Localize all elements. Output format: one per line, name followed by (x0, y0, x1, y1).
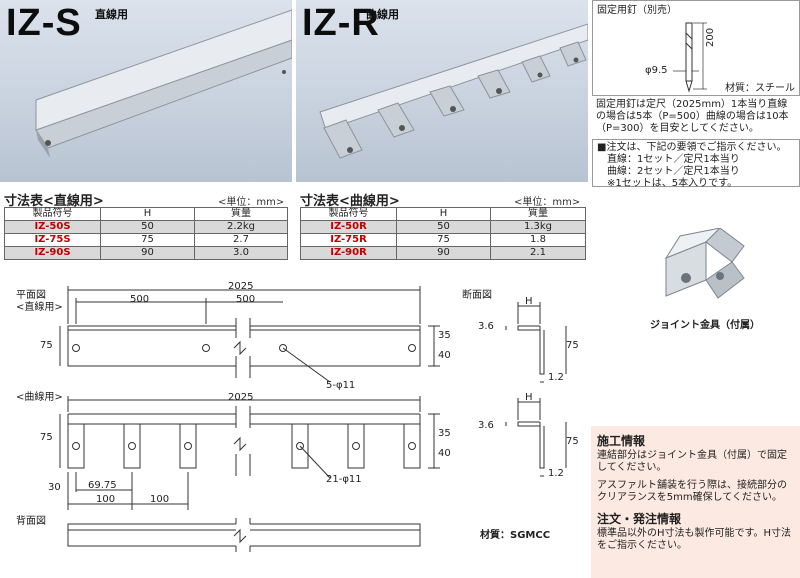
pin-box: 固定用釘（別売） 200 φ9.5 材質：スチール (592, 0, 800, 96)
dim-40-s: 40 (438, 350, 451, 361)
product-subtitle-r: 曲線用 (366, 8, 399, 21)
dim-75-r: 75 (40, 432, 53, 443)
th-h: H (100, 207, 195, 221)
sec-h-1: H (525, 296, 533, 307)
cell-h: 50 (396, 220, 491, 234)
dim-100b: 100 (150, 494, 170, 505)
sec-12-1: 1.2 (548, 372, 564, 383)
photo-iz-s: IZ-S 直線用 (0, 0, 292, 182)
cell-mass: 2.1 (490, 246, 586, 260)
dim-500a: 500 (130, 294, 150, 305)
dim-35-r: 35 (438, 428, 451, 439)
sec-75-2: 75 (566, 436, 579, 447)
info-heading-order: 注文・発注情報 (597, 512, 682, 526)
dim-69: 69.75 (88, 480, 117, 491)
straight-label: <直線用> (16, 302, 63, 313)
iz-r-product-image (319, 23, 588, 159)
dim-40-r: 40 (438, 448, 451, 459)
info-text-2: アスファルト舗装を行う際は、接続部分のクリアランスを5mm確保してください。 (597, 480, 787, 503)
th-code: 製品符号 (300, 207, 397, 221)
dim-total-r: 2025 (228, 392, 254, 403)
cell-code: IZ-50R (300, 220, 397, 234)
table-row: IZ-50R 50 1.3kg (300, 220, 586, 234)
joint-caption: ジョイント金具（付属） (650, 320, 760, 331)
table-row: IZ-75S 75 2.7 (4, 233, 288, 247)
info-text-3: 標準品以外のH寸法も製作可能です。H寸法をご指示ください。 (597, 528, 792, 551)
table-title-straight: 寸法表<直線用> (4, 194, 104, 209)
cell-mass: 2.7 (194, 233, 288, 247)
table-unit-curve: <単位：mm> (514, 197, 581, 208)
dim-75-s: 75 (40, 340, 53, 351)
product-title-r: IZ-R (302, 2, 380, 44)
pin-description: 固定用釘は定尺（2025mm）1本当り直線の場合は5本（P=500）曲線の場合は… (596, 99, 789, 134)
sec-36-1: 3.6 (478, 321, 494, 332)
pin-diameter: φ9.5 (645, 65, 668, 76)
table-title-curve: 寸法表<曲線用> (300, 194, 400, 209)
cell-code: IZ-75S (4, 233, 101, 247)
photo-iz-r: IZ-R 曲線用 (296, 0, 588, 182)
info-heading-construction: 施工情報 (597, 434, 646, 448)
pin-material: 材質：スチール (725, 83, 795, 94)
plan-label: 平面図 (16, 290, 46, 301)
cell-mass: 1.8 (490, 233, 586, 247)
table-row: IZ-50S 50 2.2kg (4, 220, 288, 234)
technical-drawing (59, 286, 567, 552)
spec-table-straight: 製品符号 H 質量 IZ-50S 50 2.2kg IZ-75S 75 2.7 … (4, 207, 288, 260)
dim-30: 30 (48, 482, 61, 493)
iz-s-product-image (35, 9, 292, 158)
joint-bracket-image (664, 228, 745, 299)
cell-mass: 1.3kg (490, 220, 586, 234)
dim-100a: 100 (96, 494, 116, 505)
table-row: IZ-90R 90 2.1 (300, 246, 586, 260)
th-mass: 質量 (194, 207, 288, 221)
back-label: 背面図 (16, 516, 46, 527)
cell-code: IZ-75R (300, 233, 397, 247)
table-header-row: 製品符号 H 質量 (300, 207, 586, 221)
info-text-1: 連結部分はジョイント金具（付属）で固定してください。 (597, 450, 787, 473)
th-mass: 質量 (490, 207, 586, 221)
holes-r: 21-φ11 (326, 474, 362, 485)
pin-drawing (673, 22, 707, 93)
th-h: H (396, 207, 491, 221)
cell-h: 90 (100, 246, 195, 260)
cell-code: IZ-50S (4, 220, 101, 234)
order-note-title: ■注文は、下記の要領でご指示ください。 (597, 142, 787, 153)
table-unit-straight: <単位：mm> (218, 197, 285, 208)
sec-36-2: 3.6 (478, 420, 494, 431)
product-title-s: IZ-S (6, 2, 82, 44)
spec-table-curve: 製品符号 H 質量 IZ-50R 50 1.3kg IZ-75R 75 1.8 … (300, 207, 586, 260)
dim-500b: 500 (236, 294, 256, 305)
sec-75-1: 75 (566, 340, 579, 351)
cell-mass: 3.0 (194, 246, 288, 260)
order-line-2: 曲線：2セット／定尺1本当り (607, 166, 740, 177)
cell-h: 90 (396, 246, 491, 260)
sec-h-2: H (525, 392, 533, 403)
table-header-row: 製品符号 H 質量 (4, 207, 288, 221)
order-line-3: ※1セットは、5本入りです。 (607, 178, 738, 189)
curve-label: <曲線用> (16, 392, 63, 403)
pin-length: 200 (705, 27, 716, 47)
th-code: 製品符号 (4, 207, 101, 221)
section-label: 断面図 (462, 290, 492, 301)
sec-12-2: 1.2 (548, 468, 564, 479)
dim-total-s: 2025 (228, 281, 254, 292)
cell-h: 75 (396, 233, 491, 247)
product-subtitle-s: 直線用 (95, 8, 128, 21)
order-note-box: ■注文は、下記の要領でご指示ください。 直線：1セット／定尺1本当り 曲線：2セ… (592, 139, 800, 189)
cell-code: IZ-90R (300, 246, 397, 260)
cell-h: 75 (100, 233, 195, 247)
order-line-1: 直線：1セット／定尺1本当り (607, 154, 740, 165)
cell-mass: 2.2kg (194, 220, 288, 234)
table-row: IZ-90S 90 3.0 (4, 246, 288, 260)
cell-code: IZ-90S (4, 246, 101, 260)
info-box: 施工情報 連結部分はジョイント金具（付属）で固定してください。 アスファルト舗装… (591, 426, 800, 578)
holes-s: 5-φ11 (326, 380, 356, 391)
table-row: IZ-75R 75 1.8 (300, 233, 586, 247)
dim-35-s: 35 (438, 330, 451, 341)
pin-title: 固定用釘（別売） (597, 5, 677, 16)
cell-h: 50 (100, 220, 195, 234)
drawing-material: 材質：SGMCC (480, 530, 551, 541)
